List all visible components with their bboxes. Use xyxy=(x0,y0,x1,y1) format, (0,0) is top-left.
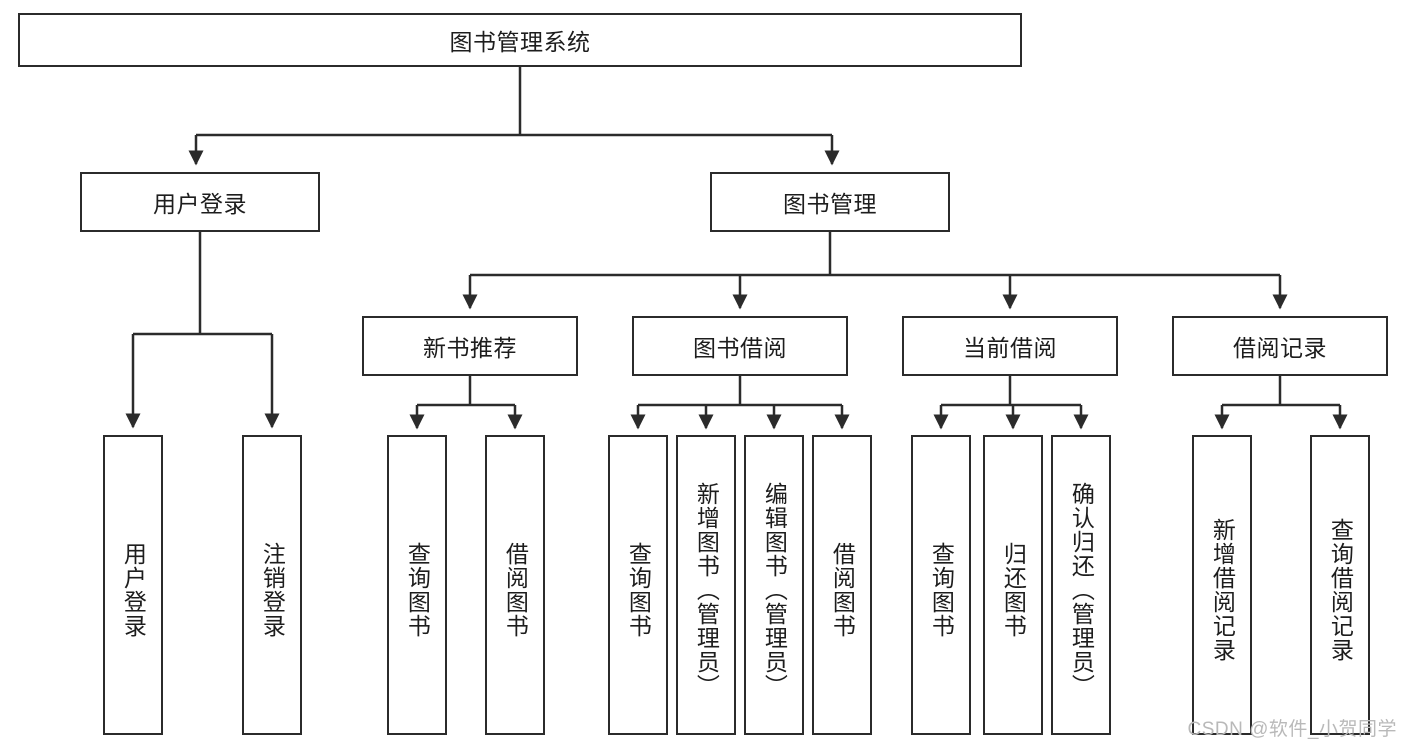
leaf-query-book-borrow[interactable]: 查询图书 xyxy=(608,435,668,735)
leaf-user-login-label: 用户登录 xyxy=(120,542,147,638)
node-user-login[interactable]: 用户登录 xyxy=(80,172,320,232)
leaf-add-borrow-record[interactable]: 新增借阅记录 xyxy=(1192,435,1252,735)
leaf-query-book-current[interactable]: 查询图书 xyxy=(911,435,971,735)
leaf-borrow-book-recommend[interactable]: 借阅图书 xyxy=(485,435,545,735)
edge-group-root xyxy=(188,67,840,166)
leaf-edit-book-admin[interactable]: 编辑图书（管理员） xyxy=(744,435,804,735)
leaf-user-login[interactable]: 用户登录 xyxy=(103,435,163,735)
leaf-query-book-borrow-label: 查询图书 xyxy=(625,542,652,638)
node-user-login-label: 用户登录 xyxy=(153,191,247,217)
leaf-confirm-return-admin-label: 确认归还（管理员） xyxy=(1068,482,1095,698)
node-current-borrow[interactable]: 当前借阅 xyxy=(902,316,1118,376)
leaf-query-book-recommend-label: 查询图书 xyxy=(404,542,431,638)
edge-group-new-book xyxy=(409,376,523,430)
node-book-management[interactable]: 图书管理 xyxy=(710,172,950,232)
edge-group-user-login xyxy=(125,232,280,429)
node-book-borrow[interactable]: 图书借阅 xyxy=(632,316,848,376)
leaf-query-borrow-record-label: 查询借阅记录 xyxy=(1327,518,1354,662)
leaf-borrow-book-recommend-label: 借阅图书 xyxy=(502,542,529,638)
edge-group-records xyxy=(1214,376,1348,430)
node-root-label: 图书管理系统 xyxy=(449,29,591,55)
leaf-add-book-admin-label: 新增图书（管理员） xyxy=(693,482,720,698)
leaf-return-book-label: 归还图书 xyxy=(1000,542,1027,638)
edge-group-book-mgmt xyxy=(462,232,1288,310)
leaf-borrow-book[interactable]: 借阅图书 xyxy=(812,435,872,735)
watermark: CSDN @软件_小贺同学 xyxy=(1187,719,1397,740)
leaf-query-book-recommend[interactable]: 查询图书 xyxy=(387,435,447,735)
leaf-query-book-current-label: 查询图书 xyxy=(928,542,955,638)
node-book-borrow-label: 图书借阅 xyxy=(693,335,787,361)
node-new-book-recommend[interactable]: 新书推荐 xyxy=(362,316,578,376)
leaf-query-borrow-record[interactable]: 查询借阅记录 xyxy=(1310,435,1370,735)
leaf-borrow-book-label: 借阅图书 xyxy=(829,542,856,638)
node-book-management-label: 图书管理 xyxy=(783,191,877,217)
leaf-edit-book-admin-label: 编辑图书（管理员） xyxy=(761,482,788,698)
node-current-borrow-label: 当前借阅 xyxy=(963,335,1057,361)
edge-group-borrow xyxy=(630,376,850,430)
node-borrow-records-label: 借阅记录 xyxy=(1233,335,1327,361)
leaf-add-book-admin[interactable]: 新增图书（管理员） xyxy=(676,435,736,735)
edge-group-current-borrow xyxy=(933,376,1089,430)
leaf-confirm-return-admin[interactable]: 确认归还（管理员） xyxy=(1051,435,1111,735)
node-root[interactable]: 图书管理系统 xyxy=(18,13,1022,67)
leaf-logout-label: 注销登录 xyxy=(259,542,286,638)
node-new-book-recommend-label: 新书推荐 xyxy=(423,335,517,361)
leaf-logout[interactable]: 注销登录 xyxy=(242,435,302,735)
leaf-add-borrow-record-label: 新增借阅记录 xyxy=(1209,518,1236,662)
node-borrow-records[interactable]: 借阅记录 xyxy=(1172,316,1388,376)
leaf-return-book[interactable]: 归还图书 xyxy=(983,435,1043,735)
